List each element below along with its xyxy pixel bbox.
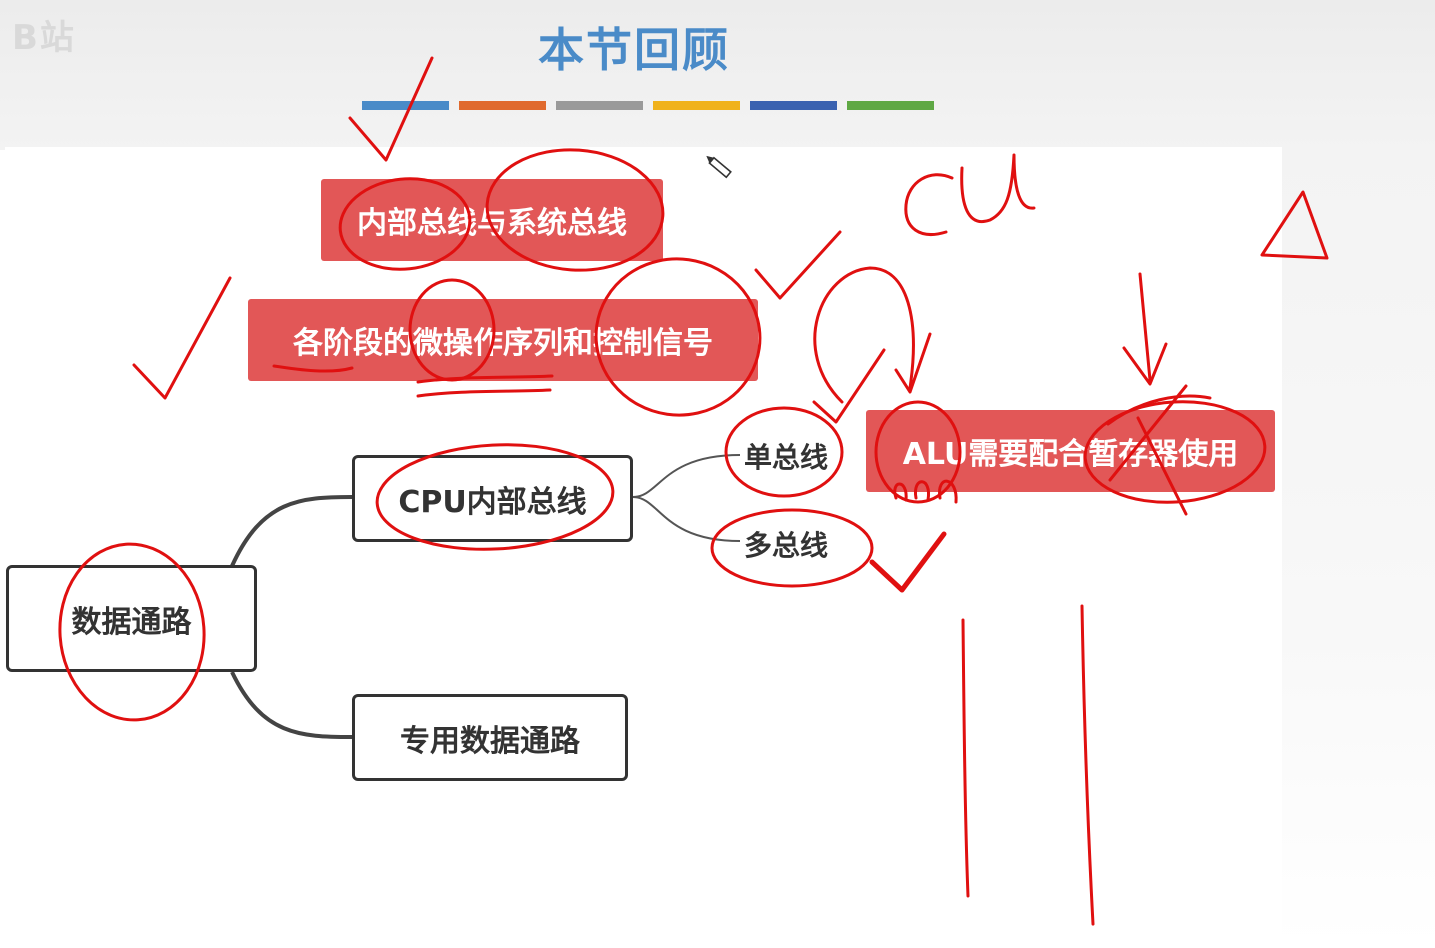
node-cpu-internal-bus: CPU内部总线 [352,455,633,542]
header-band [0,0,1435,150]
node-root-data-path: 数据通路 [6,565,257,672]
node-dedicated-data-path: 专用数据通路 [352,694,628,781]
node-label: 数据通路 [71,604,192,640]
color-bar-segment [653,101,740,110]
slide-title: 本节回顾 [538,23,730,77]
review-box-label: 各阶段的微操作序列和控制信号 [293,326,713,361]
review-box-micro-ops: 各阶段的微操作序列和控制信号 [248,299,758,381]
node-label: 专用数据通路 [400,723,580,759]
connector-cpu-single [632,454,741,498]
color-bar-segment [459,101,546,110]
leaf-single-bus: 单总线 [744,441,829,474]
review-box-internal-system-bus: 内部总线与系统总线 [321,179,663,261]
connector-root-cpu [230,495,353,567]
connector-root-dedicated [230,671,353,739]
review-box-alu-temp-register: ALU需要配合暂存器使用 [866,410,1275,492]
watermark-logo: B站 [12,18,76,58]
review-box-label: ALU需要配合暂存器使用 [902,437,1239,472]
right-margin [1282,150,1435,948]
review-box-label: 内部总线与系统总线 [357,206,627,241]
connector-cpu-multi [632,496,741,542]
color-bar-segment [750,101,837,110]
leaf-multi-bus: 多总线 [744,529,829,562]
node-label: CPU内部总线 [398,484,587,520]
color-bar-segment [847,101,934,110]
color-bar-segment [556,101,643,110]
